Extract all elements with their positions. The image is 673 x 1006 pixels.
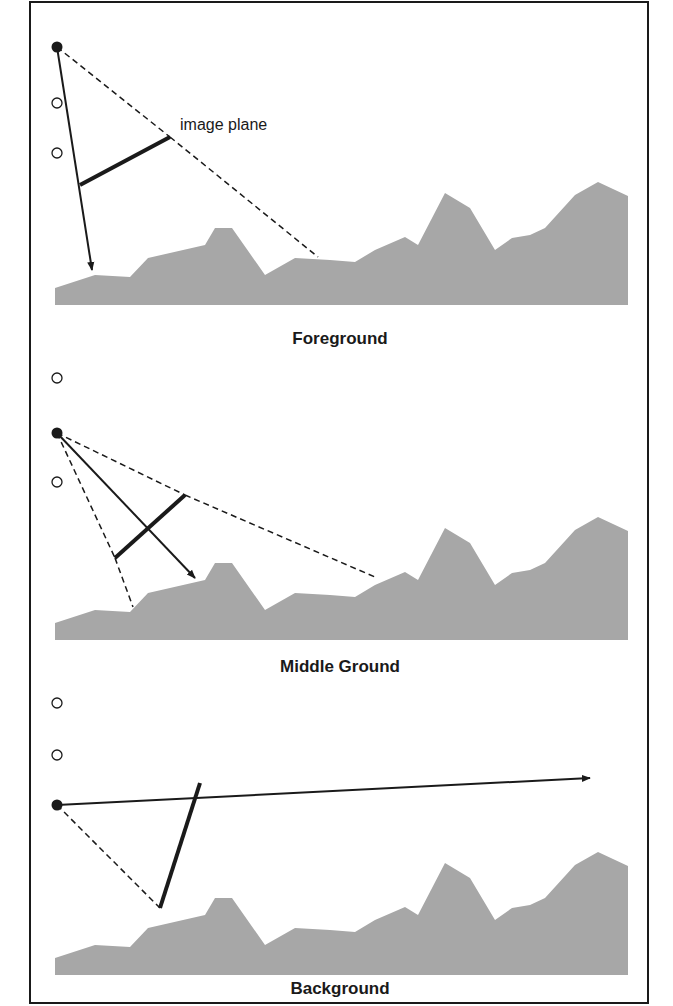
- annotation-label: image plane: [178, 115, 269, 134]
- panel-caption: Foreground: [292, 329, 387, 349]
- frame: [30, 2, 648, 1003]
- middle-ground-panel: [52, 373, 629, 640]
- panel-caption: Middle Ground: [280, 657, 400, 677]
- panel-caption: Background: [290, 979, 389, 999]
- foreground-panel: [52, 42, 629, 306]
- background-panel: [52, 698, 629, 975]
